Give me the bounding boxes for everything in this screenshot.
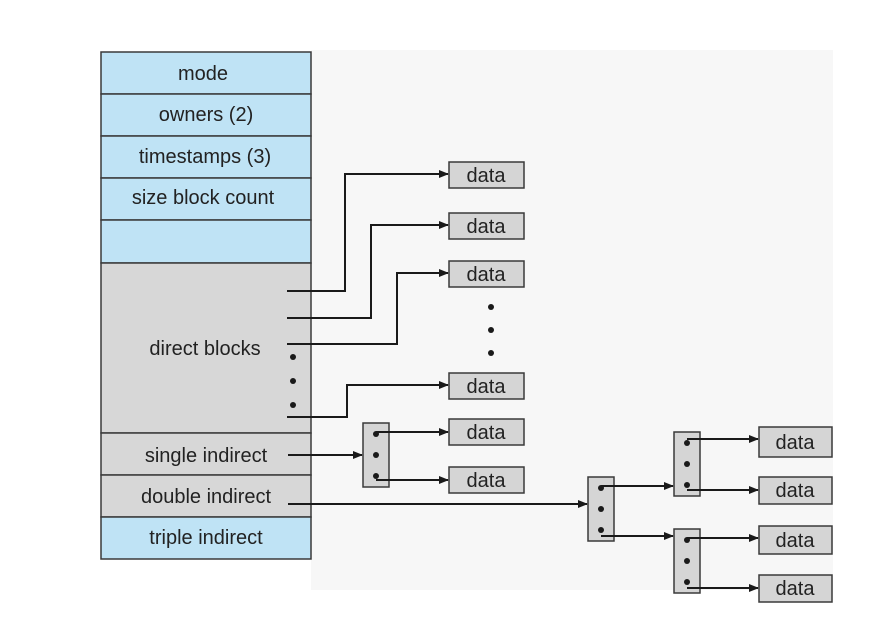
data-block-label: data	[467, 470, 507, 492]
data-block: data	[448, 260, 525, 288]
data-block-label: data	[467, 422, 507, 444]
data-block: data	[758, 426, 833, 458]
label-double-indirect: double indirect	[141, 486, 272, 508]
inode-row-blank	[100, 219, 312, 264]
data-block-label: data	[776, 530, 816, 552]
direct-arrow-3	[287, 269, 449, 345]
direct-arrow-4	[287, 381, 449, 418]
direct-blocks-ellipsis-dot	[290, 402, 296, 408]
data-block: data	[758, 525, 833, 555]
data-block: data	[448, 161, 525, 189]
data-block: data	[758, 574, 833, 603]
indirect-block-dot	[373, 473, 379, 479]
data-block-label: data	[467, 376, 507, 398]
inode-row-size-block-count	[100, 177, 312, 221]
label-mode: mode	[178, 63, 228, 85]
data-block: data	[448, 418, 525, 446]
data-block-label: data	[467, 216, 507, 238]
inode-table: mode owners (2) timestamps (3) size bloc…	[100, 51, 312, 560]
direct-arrow-1	[287, 170, 449, 292]
data-block: data	[758, 476, 833, 505]
inode-row-triple-indirect	[100, 516, 312, 560]
direct-blocks-ellipsis-dot	[290, 378, 296, 384]
double-indirect-structure	[288, 431, 759, 594]
inode-row-timestamps	[100, 135, 312, 179]
indirect-block-dot	[373, 452, 379, 458]
label-direct-blocks: direct blocks	[149, 338, 260, 360]
inode-row-owners	[100, 93, 312, 137]
direct-pointer-arrows	[287, 170, 449, 418]
indirect-block-dot	[684, 482, 690, 488]
label-timestamps: timestamps (3)	[139, 146, 271, 168]
data-ellipsis-dot	[488, 350, 494, 356]
data-ellipsis-dot	[488, 304, 494, 310]
data-block-label: data	[776, 480, 816, 502]
direct-arrow-2	[287, 221, 449, 319]
data-ellipsis-dot	[488, 327, 494, 333]
data-block-label: data	[776, 578, 816, 600]
data-block: data	[448, 212, 525, 240]
data-block-label: data	[776, 432, 816, 454]
data-block: data	[448, 466, 525, 494]
data-block-label: data	[467, 264, 507, 286]
inode-row-single-indirect	[100, 432, 312, 476]
indirect-block-dot	[684, 558, 690, 564]
label-single-indirect: single indirect	[145, 445, 268, 467]
label-triple-indirect: triple indirect	[149, 527, 263, 549]
inode-row-direct-blocks	[100, 262, 312, 434]
data-block-label: data	[467, 165, 507, 187]
data-block: data	[448, 372, 525, 400]
indirect-block-dot	[684, 461, 690, 467]
single-indirect-structure	[288, 422, 449, 488]
indirect-block-dot	[684, 440, 690, 446]
inode-row-mode	[100, 51, 312, 95]
indirect-block-dot	[684, 579, 690, 585]
label-size-block-count: size block count	[132, 187, 275, 209]
label-owners: owners (2)	[159, 104, 253, 126]
indirect-block-dot	[598, 527, 604, 533]
direct-blocks-ellipsis-dot	[290, 354, 296, 360]
indirect-block-dot	[598, 506, 604, 512]
data-blocks: data data data data data data data data	[448, 161, 833, 603]
background-panel	[311, 50, 833, 590]
